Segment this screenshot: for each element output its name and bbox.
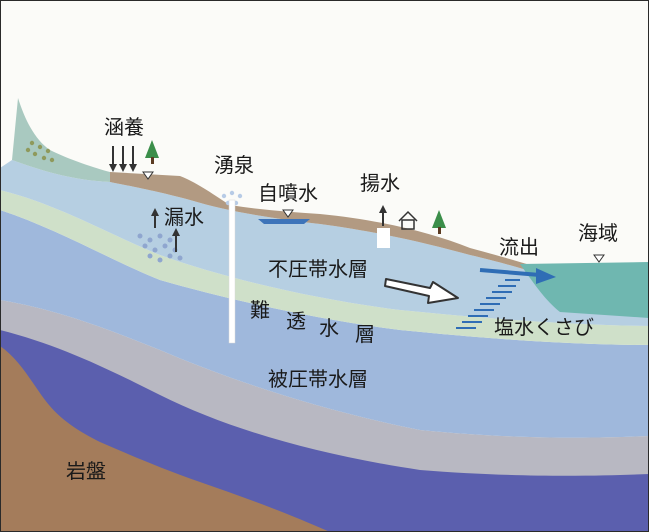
artesian-well-pipe: [228, 199, 236, 344]
house-icon: [398, 210, 418, 230]
sea-area-label: 海域: [578, 221, 618, 245]
leakage-arrows: [151, 208, 180, 252]
sea-water-table-marker: [593, 254, 605, 263]
pumping-well: [377, 228, 390, 248]
gravel-dots: [25, 140, 55, 163]
surface-strip: [12, 98, 110, 182]
saltwater-wedge-label: 塩水くさび: [494, 315, 594, 339]
aquitard-char-2: 透: [286, 309, 306, 333]
pond-water-table-marker: [282, 209, 294, 218]
soil-surface: [110, 172, 540, 274]
tree-icon: [432, 210, 446, 234]
outflow-arrow: [479, 268, 556, 284]
recharge-arrows: [109, 146, 137, 172]
tree-icon: [145, 140, 159, 164]
pumping-label: 揚水: [360, 171, 400, 195]
unconfined-aquifer-label: 不圧帯水層: [268, 257, 368, 281]
aquitard-char-4: 層: [355, 322, 375, 346]
pumping-arrow: [379, 205, 387, 226]
saltwater-wedge-lines: [456, 279, 520, 329]
aquitard-char-1: 難: [250, 298, 270, 322]
recharge-label: 涵養: [104, 115, 144, 139]
confined-aquifer-label: 被圧帯水層: [268, 367, 368, 391]
bedrock-label: 岩盤: [66, 459, 106, 483]
artesian-flow-label: 自噴水: [258, 181, 318, 205]
spring-label: 湧泉: [214, 153, 254, 177]
leakage-label: 漏水: [164, 205, 204, 229]
aquitard-char-3: 水: [319, 316, 339, 340]
outflow-label: 流出: [499, 235, 539, 259]
leakage-dots: [137, 233, 183, 263]
confined-aquifer-layer: [0, 210, 649, 438]
unconfined-aquifer-layer: [0, 160, 649, 326]
aquitard-layer: [0, 190, 649, 345]
bedrock: [0, 346, 330, 532]
recharge-water-table-marker: [142, 171, 154, 180]
pond: [258, 219, 310, 224]
flow-arrow: [384, 278, 459, 304]
